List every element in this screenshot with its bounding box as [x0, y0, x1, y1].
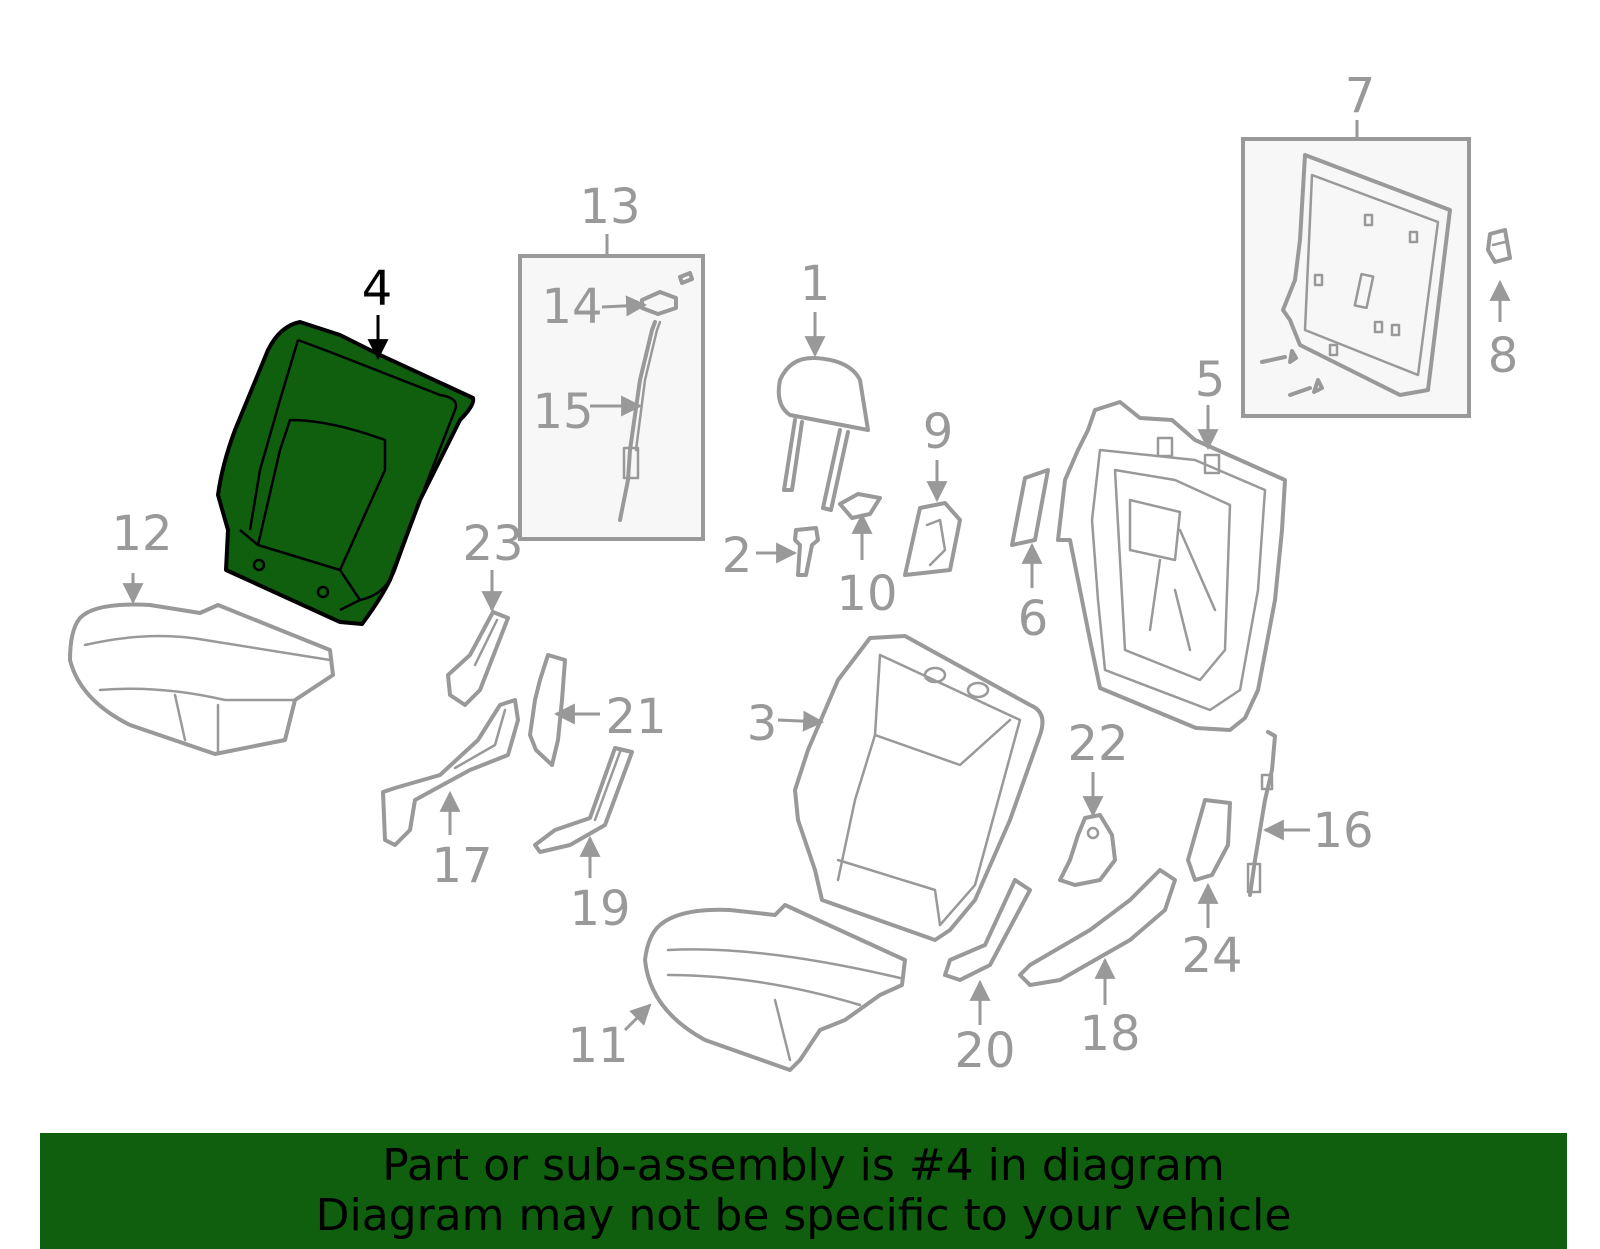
callout-9: 9	[923, 404, 954, 460]
part-11-seat-cushion[interactable]	[643, 903, 907, 1072]
callout-7: 7	[1345, 68, 1376, 124]
callout-6: 6	[1018, 591, 1049, 647]
callout-19: 19	[569, 881, 630, 937]
part-16-cable[interactable]	[1246, 730, 1277, 897]
part-9-cover[interactable]	[903, 501, 962, 577]
part-17-cover[interactable]	[381, 698, 520, 847]
callout-2: 2	[722, 528, 753, 584]
banner-line-2: Diagram may not be specific to your vehi…	[315, 1190, 1292, 1241]
part-23-trim[interactable]	[446, 610, 510, 707]
leader-11	[623, 1003, 652, 1032]
callout-11: 11	[567, 1018, 628, 1074]
part-5-seatback-frame[interactable]	[1056, 400, 1287, 732]
part-2-guide[interactable]	[793, 526, 820, 577]
banner-line-1: Part or sub-assembly is #4 in diagram	[382, 1140, 1225, 1191]
callout-4: 4	[362, 261, 393, 317]
callout-13: 13	[579, 179, 640, 235]
part-21-bracket[interactable]	[528, 653, 567, 767]
info-banner: Part or sub-assembly is #4 in diagram Di…	[40, 1133, 1567, 1249]
part-18-cover[interactable]	[1018, 868, 1177, 987]
callout-24: 24	[1181, 928, 1242, 984]
callout-20: 20	[954, 1023, 1015, 1079]
part-6-panel[interactable]	[1010, 468, 1050, 547]
leader-14	[601, 295, 648, 317]
callout-22: 22	[1067, 716, 1128, 772]
callout-12: 12	[111, 506, 172, 562]
part-24-cover[interactable]	[1186, 798, 1232, 882]
callout-10: 10	[836, 566, 897, 622]
leader-3	[777, 710, 825, 732]
callout-18: 18	[1079, 1006, 1140, 1062]
callout-15: 15	[532, 384, 593, 440]
part-8-clip[interactable]	[1486, 228, 1512, 264]
callout-14: 14	[541, 279, 602, 335]
callout-17: 17	[431, 838, 492, 894]
part-12-seat-cushion[interactable]	[68, 602, 335, 756]
part-4-seatback-cover[interactable]	[216, 320, 476, 626]
part-19-cover[interactable]	[533, 746, 634, 854]
callout-21: 21	[605, 689, 666, 745]
part-7-back-panel[interactable]	[1260, 153, 1452, 397]
callout-16: 16	[1312, 803, 1373, 859]
part-22-hinge[interactable]	[1058, 813, 1117, 887]
part-1-headrest[interactable]	[776, 355, 870, 512]
callout-1: 1	[800, 256, 831, 312]
callout-3: 3	[747, 696, 778, 752]
callout-23: 23	[462, 516, 523, 572]
group-box-13	[518, 254, 705, 541]
callout-5: 5	[1195, 352, 1226, 408]
callout-8: 8	[1488, 328, 1519, 384]
part-20-trim[interactable]	[943, 878, 1032, 982]
part-3-seatback[interactable]	[793, 634, 1045, 942]
part-10-clip[interactable]	[838, 492, 882, 520]
